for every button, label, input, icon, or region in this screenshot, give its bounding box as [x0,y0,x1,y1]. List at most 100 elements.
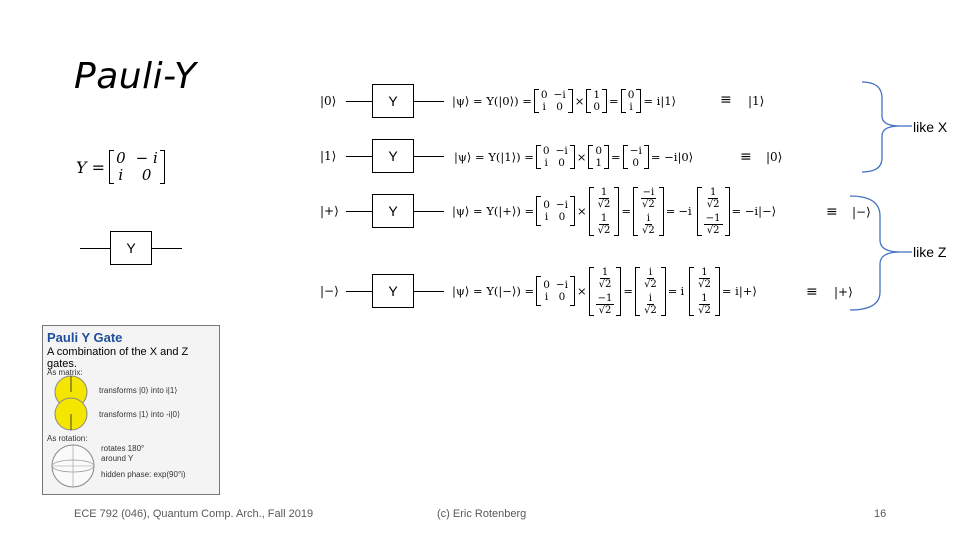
gate-label: Y [388,203,398,219]
slide-title: Pauli-Y [74,56,197,97]
equation-lhs: |ψ⟩ = Y(|0⟩) = [452,94,532,108]
single-gate-wire-right [152,248,182,249]
panel-heading: Pauli Y Gate [47,330,123,345]
matrix-lhs: Y = [76,157,106,177]
result-vector: i√2 i√2 [635,266,666,316]
circuit-wire [414,156,444,157]
equation-coef: i [680,284,685,298]
matrix-cell: 0 [556,101,563,113]
panel-subtitle: A combination of the X and Z gates. [47,346,189,370]
matrix-cell: 0 [116,149,126,167]
circuit-y-gate: Y [372,194,414,228]
circuit-equation: |ψ⟩ = Y(|+⟩) = 0 −i i 0 × 1√2 1√2 = −i√2… [452,186,777,236]
like-z-label: like Z [913,244,947,260]
matrix-cell: i [118,166,124,184]
minus-state-vector: 1√2 −1√2 [696,186,730,236]
matrix-cell: − i [135,149,158,167]
equiv-state: |−⟩ [852,205,871,219]
circuit-wire [346,291,372,292]
gate-label: Y [388,148,398,164]
single-y-gate: Y [110,231,152,265]
vector-cell: 0 [593,101,601,113]
circuit-y-gate: Y [372,84,414,118]
panel-hidden-phase: hidden phase: exp(90°i) [101,470,186,479]
brace-like-x [861,81,912,173]
circuit-y-gate: Y [372,274,414,308]
equation-tail: = i|1⟩ [643,94,677,108]
equiv-state: |0⟩ [766,150,783,164]
matrix-cell: 0 [543,199,550,211]
plus-state-vector: 1√2 1√2 [689,266,720,316]
matrix-cell: i [544,157,548,169]
state-vector: 0 1 [588,145,610,169]
vector-cell: 1 [593,89,601,101]
circuit-wire [346,156,372,157]
equiv-symbol: ≡ [720,92,732,108]
matrix-cell: −i [555,279,569,291]
vector-cell: i [629,101,633,113]
circuit-wire [414,101,444,102]
equation-lhs: |ψ⟩ = Y(|−⟩) = [452,284,535,298]
matrix-cell: i [544,291,549,303]
circuit-input-ket: |−⟩ [320,284,339,298]
equiv-state: |1⟩ [748,94,765,108]
equation-lhs: |ψ⟩ = Y(|1⟩) = [454,150,534,164]
footer-page-number: 16 [874,508,887,520]
brace-like-z [849,195,912,311]
panel-rotates: rotates 180° [101,444,145,453]
matrix-cell: 0 [542,145,550,157]
footer-course: ECE 792 (046), Quantum Comp. Arch., Fall… [74,508,314,520]
panel-transform0: transforms |0⟩ into i|1⟩ [99,386,178,395]
vector-cell: 0 [627,89,635,101]
equiv-symbol: ≡ [740,149,752,165]
matrix-cell: 0 [558,291,566,303]
circuit-equation: |ψ⟩ = Y(|−⟩) = 0 −i i 0 × 1√2 −1√2 = i√2… [452,266,757,316]
like-x-label: like X [913,119,948,135]
circuit-wire [346,211,372,212]
matrix-cell: 0 [558,157,565,169]
panel-as-matrix: As matrix: [47,368,83,377]
circuit-input-ket: |+⟩ [320,204,339,218]
y-matrix: 0 − i i 0 [109,150,165,184]
circuit-y-gate: Y [372,139,414,173]
y-matrix: 0 −i i 0 [533,89,573,113]
vector-cell: 1 [595,157,603,169]
matrix-cell: i [542,101,546,113]
y-matrix: 0 −i i 0 [536,196,576,226]
vector-cell: −i [629,145,642,157]
circuit-input-ket: |1⟩ [320,149,337,163]
equiv-symbol: ≡ [806,284,818,300]
y-matrix: 0 −i i 0 [536,276,576,306]
circuit-wire [346,101,372,102]
equation-coef: −i [678,204,692,218]
circuit-input-ket: |0⟩ [320,94,337,108]
circuit-wire [414,291,444,292]
gate-label: Y [388,93,398,109]
matrix-cell: −i [555,145,568,157]
vector-cell: 0 [595,145,603,157]
panel-transform1: transforms |1⟩ into -i|0⟩ [99,410,181,419]
state-vector: 1√2 1√2 [588,186,620,236]
matrix-cell: i [544,211,549,223]
equiv-state: |+⟩ [834,285,853,299]
matrix-cell: 0 [558,211,566,223]
panel-as-rotation: As rotation: [47,434,88,443]
result-vector: −i 0 [622,145,649,169]
result-vector: 0 i [620,89,642,113]
equation-tail: = −i|0⟩ [650,150,694,164]
bloch-sphere-icon [51,444,95,488]
matrix-cell: 0 [543,279,550,291]
equation-lhs: |ψ⟩ = Y(|+⟩) = [452,204,535,218]
y-matrix-definition: Y = 0 − i i 0 [76,150,167,184]
equiv-symbol: ≡ [826,204,838,220]
equation-tail: = i|+⟩ [721,284,757,298]
pauli-y-info-panel: Pauli Y Gate A combination of the X and … [42,325,220,495]
vector-cell: 0 [632,157,640,169]
gate-label: Y [388,283,398,299]
state-vector: 1 0 [586,89,608,113]
circuit-equation: |ψ⟩ = Y(|0⟩) = 0 −i i 0 × 1 0 = 0 i = i|… [452,89,677,113]
result-vector: −i√2 i√2 [633,186,664,236]
y-matrix: 0 −i i 0 [535,145,575,169]
footer-copyright: (c) Eric Rotenberg [437,508,527,520]
panel-around: around Y [101,454,134,463]
